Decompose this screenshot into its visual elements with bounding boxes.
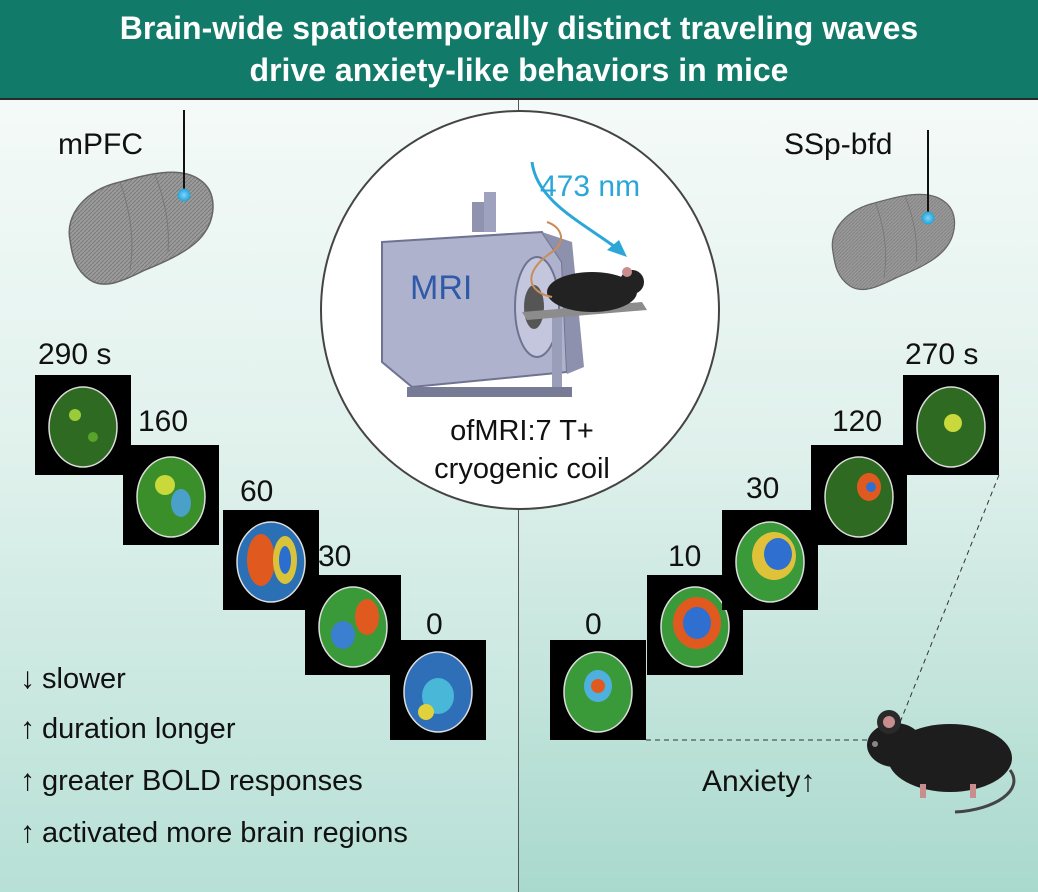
left-time-label-1: 160 — [138, 405, 189, 438]
bullet-item: ↑activated more brain regions — [20, 816, 408, 850]
mri-label: MRI — [410, 269, 473, 307]
left-time-label-0: 290 s — [38, 338, 112, 371]
left-site-label: mPFC — [58, 128, 143, 161]
bullet-item: ↓slower — [20, 662, 126, 696]
bold-map-tile — [123, 445, 219, 545]
optic-fiber-icon — [183, 110, 185, 190]
right-time-label-4: 270 s — [905, 338, 979, 371]
arrow-up-icon: ↑ — [800, 765, 816, 798]
left-time-label-4: 0 — [426, 608, 443, 641]
bullet-text: greater BOLD responses — [42, 765, 363, 797]
arrow-down-icon: ↓ — [20, 662, 35, 695]
bullet-text: activated more brain regions — [42, 817, 408, 849]
title-line-2: drive anxiety-like behaviors in mice — [249, 52, 789, 88]
right-time-label-1: 10 — [668, 540, 702, 573]
bold-map-tile — [390, 640, 486, 740]
bold-map-tile — [223, 510, 319, 610]
bold-map-tile — [305, 575, 401, 675]
right-time-label-2: 30 — [746, 472, 780, 505]
laser-arrow-icon — [530, 161, 623, 254]
bold-map-tile — [550, 640, 646, 740]
mri-caption-line-2: cryogenic coil — [434, 453, 610, 485]
mouse-icon — [867, 710, 1016, 814]
light-spot-icon — [177, 188, 191, 202]
arrow-up-icon: ↑ — [20, 712, 35, 745]
bold-map-tile — [903, 375, 999, 475]
brain-icon — [68, 171, 214, 285]
optic-fiber-icon — [927, 130, 929, 215]
left-time-label-3: 30 — [318, 540, 352, 573]
arrow-up-icon: ↑ — [20, 816, 35, 849]
bullet-item: ↑greater BOLD responses — [20, 764, 363, 798]
title-line-1: Brain-wide spatiotemporally distinct tra… — [119, 10, 919, 46]
bold-map-tile — [722, 510, 818, 610]
figure-title: Brain-wide spatiotemporally distinct tra… — [0, 0, 1038, 100]
bullet-text: duration longer — [42, 713, 236, 745]
anxiety-label: Anxiety↑ — [702, 765, 816, 798]
arrow-up-icon: ↑ — [20, 764, 35, 797]
optic-fiber-icon — [530, 221, 562, 298]
right-time-label-3: 120 — [832, 405, 883, 438]
bullet-item: ↑duration longer — [20, 712, 235, 746]
mri-setup-circle: MRI 473 nm ofMRI:7 T+ cryogenic coil — [320, 110, 720, 510]
mri-caption-line-1: ofMRI:7 T+ — [450, 415, 594, 447]
light-spot-icon — [921, 211, 935, 225]
wavelength-label: 473 nm — [540, 170, 641, 203]
bullet-text: slower — [42, 663, 126, 695]
left-time-label-2: 60 — [240, 475, 274, 508]
right-time-label-0: 0 — [585, 608, 602, 641]
right-site-label: SSp-bfd — [784, 128, 893, 161]
bold-map-tile — [811, 445, 907, 545]
mri-scanner-icon — [381, 161, 647, 397]
bold-map-tile — [35, 375, 131, 475]
